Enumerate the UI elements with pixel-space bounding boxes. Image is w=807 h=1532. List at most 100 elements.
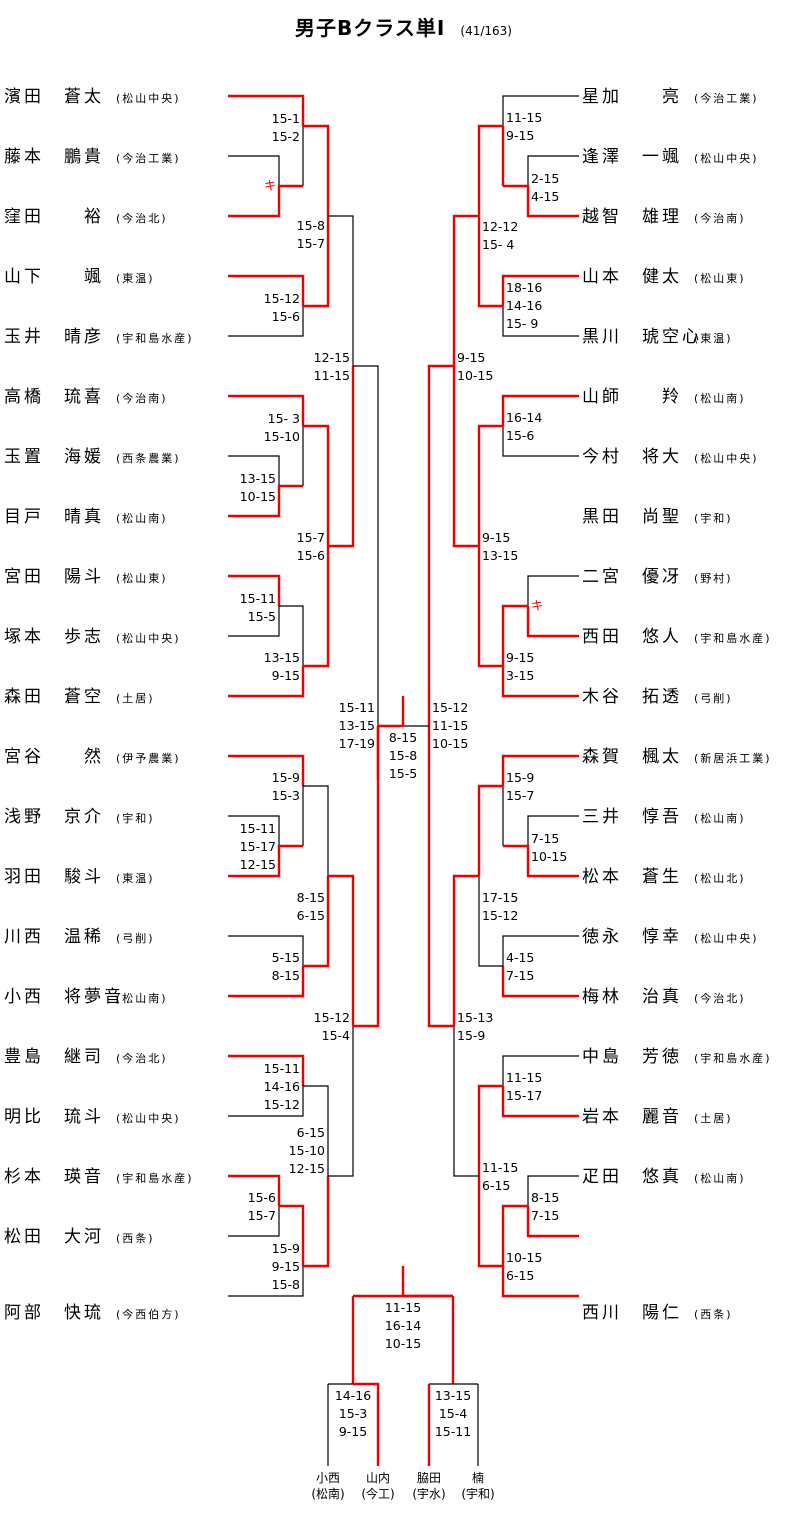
winner-path: [501, 966, 579, 998]
winner-path: [501, 1266, 579, 1298]
winner-path: [228, 574, 281, 606]
score-label: 12-15: [240, 857, 276, 872]
player-name: 森田 蒼空: [4, 687, 104, 707]
score-label: 15-10: [264, 429, 300, 444]
winner-path: [501, 274, 579, 306]
player-name: 宮谷 然: [4, 747, 104, 767]
winner-path: [452, 366, 479, 548]
player-school: (松山中央): [694, 451, 759, 465]
score-label: 15-12: [482, 908, 518, 923]
winner-path: [526, 1206, 579, 1238]
player-school: (松山東): [116, 571, 168, 585]
player-name: 黒田 尚聖: [582, 507, 682, 527]
default-mark: キ: [264, 178, 277, 193]
winner-path: [526, 606, 579, 638]
bracket-line: [478, 876, 503, 967]
player-school: (松山東): [694, 271, 746, 285]
score-label: 6-15: [482, 1178, 510, 1193]
score-label: 8-15: [297, 890, 325, 905]
winner-path: [503, 844, 579, 878]
bracket-line: [328, 1026, 354, 1177]
bracket-line: [303, 785, 329, 876]
score-label: 14-16: [506, 298, 542, 313]
winner-path: [303, 876, 330, 968]
winner-path: [501, 394, 579, 426]
score-label: 9-15: [506, 650, 534, 665]
player-name: 徳永 惇幸: [582, 927, 682, 947]
title-text: 男子Bクラス単Ⅰ: [295, 16, 446, 40]
score-label: 10-15: [457, 368, 493, 383]
score-label: 10-15: [432, 736, 468, 751]
bracket-line: [228, 1266, 304, 1297]
third-place-score: 15-3: [339, 1406, 367, 1421]
winner-path: [353, 1382, 380, 1466]
player-name: 西田 悠人: [582, 627, 682, 647]
score-label: 15-12: [264, 1097, 300, 1112]
player-school: (宇和島水産): [694, 1051, 772, 1065]
player-name: 岩本 麗音: [582, 1107, 682, 1127]
third-place-player-school: (今工): [361, 1486, 394, 1501]
score-label: 15-9: [272, 770, 300, 785]
player-name: 三井 惇吾: [582, 807, 682, 827]
player-name: 疋田 悠真: [582, 1167, 682, 1187]
score-label: 15-7: [506, 788, 534, 803]
bracket-line: [502, 935, 579, 966]
score-label: 15-11: [240, 821, 276, 836]
score-label: 15-4: [322, 1028, 350, 1043]
third-place-player-name: 小西: [316, 1471, 340, 1485]
score-label: 14-16: [264, 1079, 300, 1094]
player-name: 浅野 京介: [4, 807, 104, 827]
winner-path: [228, 844, 303, 878]
final-score: 15-8: [389, 748, 417, 763]
score-label: 15-3: [272, 788, 300, 803]
score-label: 6-15: [297, 1125, 325, 1140]
player-name: 塚本 歩志: [4, 627, 104, 647]
score-label: 3-15: [506, 668, 534, 683]
player-school: (今西伯方): [116, 1307, 181, 1321]
winner-path: [477, 546, 503, 668]
player-name: 窪田 裕: [4, 207, 104, 227]
score-label: 17-15: [482, 890, 518, 905]
score-label: 15-1: [272, 111, 300, 126]
player-school: (松山北): [694, 871, 746, 885]
third-place-score: 15-11: [435, 1424, 471, 1439]
third-place-score: 13-15: [435, 1388, 471, 1403]
player-school: (松山中央): [116, 91, 181, 105]
winner-path: [303, 424, 330, 546]
entry-count: (41/163): [460, 24, 512, 38]
winner-path: [452, 214, 479, 366]
bracket-line: [502, 1055, 579, 1086]
player-school: (東温): [694, 332, 733, 345]
score-label: 6-15: [297, 908, 325, 923]
player-school: (松山南): [116, 511, 168, 525]
score-label: 15-6: [272, 309, 300, 324]
player-school: (今治南): [116, 391, 168, 405]
player-name: 宮田 陽斗: [4, 567, 104, 587]
score-label: 12-15: [289, 1161, 325, 1176]
winner-path: [427, 726, 454, 1028]
score-label: 18-16: [506, 280, 542, 295]
winner-path: [501, 754, 579, 786]
player-school: (今治北): [694, 991, 746, 1005]
winner-path: [228, 394, 305, 426]
third-place-score: 11-15: [385, 1300, 421, 1315]
bracket-line: [228, 455, 280, 486]
score-label: 8-15: [531, 1190, 559, 1205]
player-name: 川西 温稀: [4, 927, 104, 947]
score-label: 9-15: [272, 668, 300, 683]
winner-path: [477, 1176, 503, 1268]
score-label: 15- 9: [506, 316, 538, 331]
player-name: 山下 颯: [4, 267, 104, 287]
player-school: (松山中央): [694, 931, 759, 945]
score-label: 17-19: [339, 736, 375, 751]
bracket-line: [502, 95, 579, 126]
player-school: (野村): [694, 571, 733, 585]
score-label: 15-9: [457, 1028, 485, 1043]
player-name: 西川 陽仁: [582, 1303, 682, 1323]
player-school: (宇和島水産): [694, 631, 772, 645]
player-school: (今治北): [116, 1051, 168, 1065]
score-label: 15-6: [297, 548, 325, 563]
winner-path: [353, 726, 380, 1028]
score-label: 15-6: [506, 428, 534, 443]
bracket-line: [303, 1085, 329, 1176]
